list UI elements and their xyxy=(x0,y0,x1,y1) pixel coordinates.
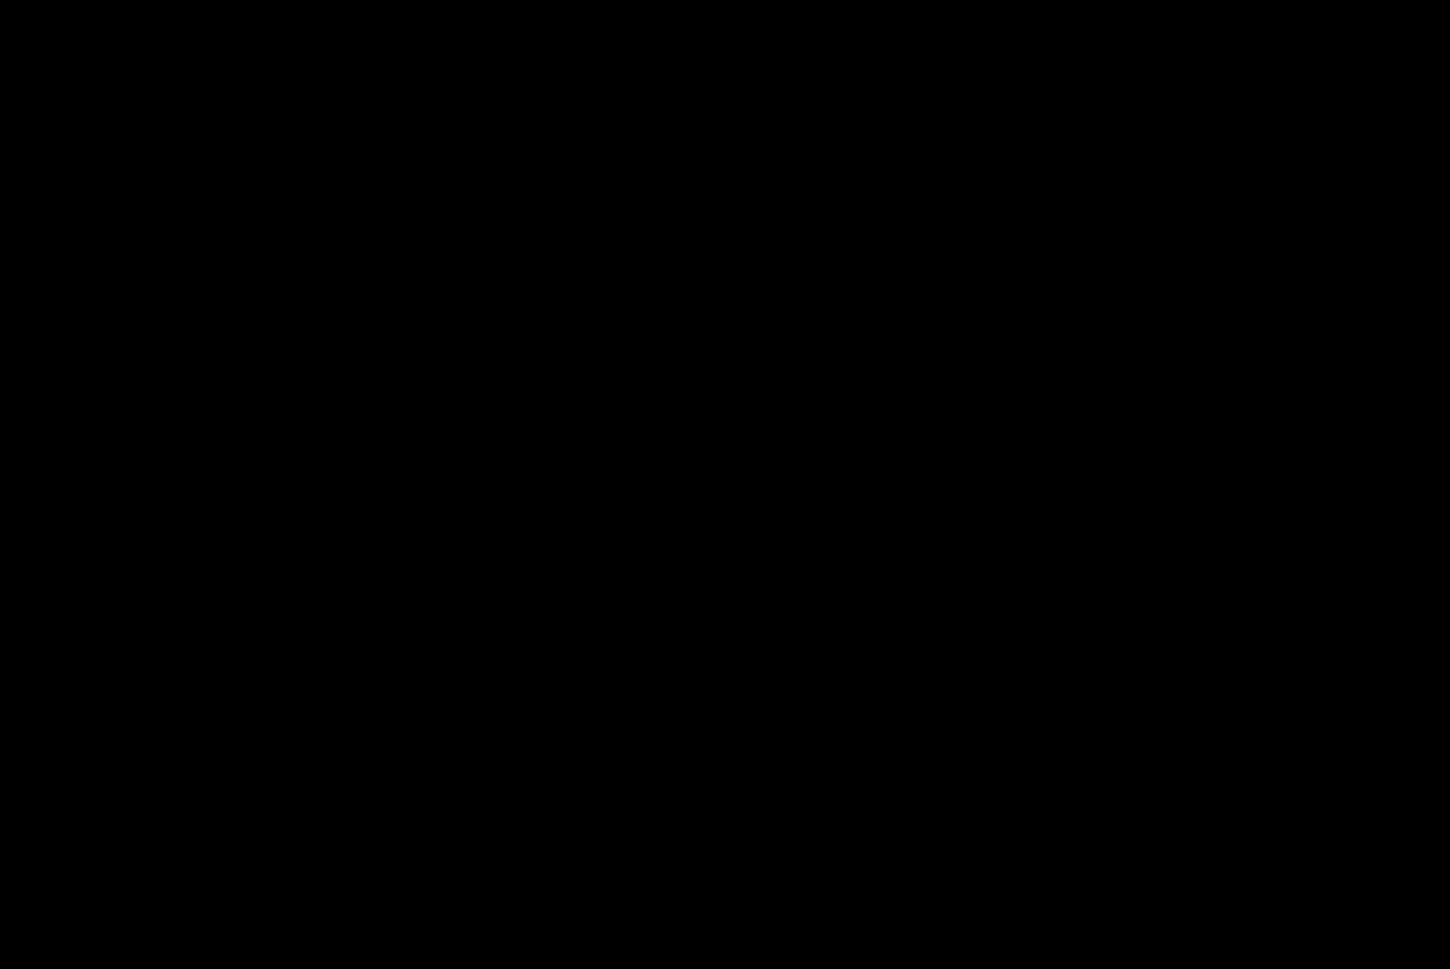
git-workflow-diagram xyxy=(0,0,1450,969)
